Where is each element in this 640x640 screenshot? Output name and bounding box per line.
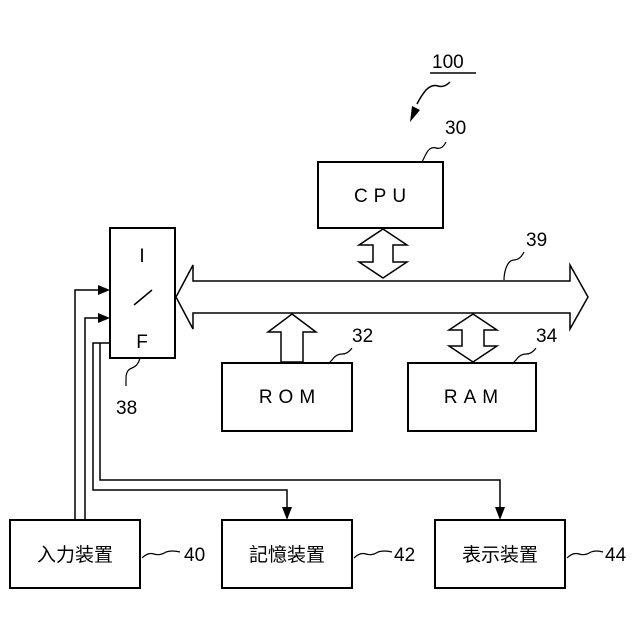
display-device-ref-label: 44 [605,545,627,566]
storage-arrowhead [282,507,292,520]
system-ref-arrowhead [410,106,420,122]
input-device-label: 入力装置 [37,544,113,566]
storage-device-label: 記憶装置 [249,544,325,566]
display-device-ref-leader [567,551,603,558]
cpu-ref-label: 30 [445,118,466,139]
ram-bus-double-arrow [449,314,497,362]
display-arrowhead [495,507,505,520]
storage-device-ref-leader [354,551,392,558]
system-ref-label: 100 [432,52,464,73]
interface-ref-label: 38 [116,398,137,419]
input-arrowhead-1 [98,285,110,295]
input-device-ref-leader [142,551,180,558]
interface-label-bottom: F [136,332,148,353]
input-arrowhead-2 [98,313,110,323]
bus-ref-leader [504,252,524,280]
display-device-label: 表示装置 [462,544,538,566]
interface-label-top: I [139,246,144,267]
rom-bus-arrow [268,314,316,362]
storage-device-ref-label: 42 [394,545,415,566]
cpu-label: CPU [354,186,412,207]
cpu-ref-leader [422,142,446,162]
ram-ref-label: 34 [536,326,558,347]
bus-ref-label: 39 [526,230,547,251]
rom-ref-leader [328,348,352,364]
cpu-bus-double-arrow [359,229,407,278]
system-ref-leader [417,82,450,104]
ram-ref-leader [512,348,536,364]
rom-ref-label: 32 [352,326,373,347]
rom-label: ROM [259,387,321,408]
interface-ref-leader [126,358,140,386]
ram-label: RAM [444,387,504,408]
input-line-1 [75,290,100,520]
input-device-ref-label: 40 [184,545,205,566]
